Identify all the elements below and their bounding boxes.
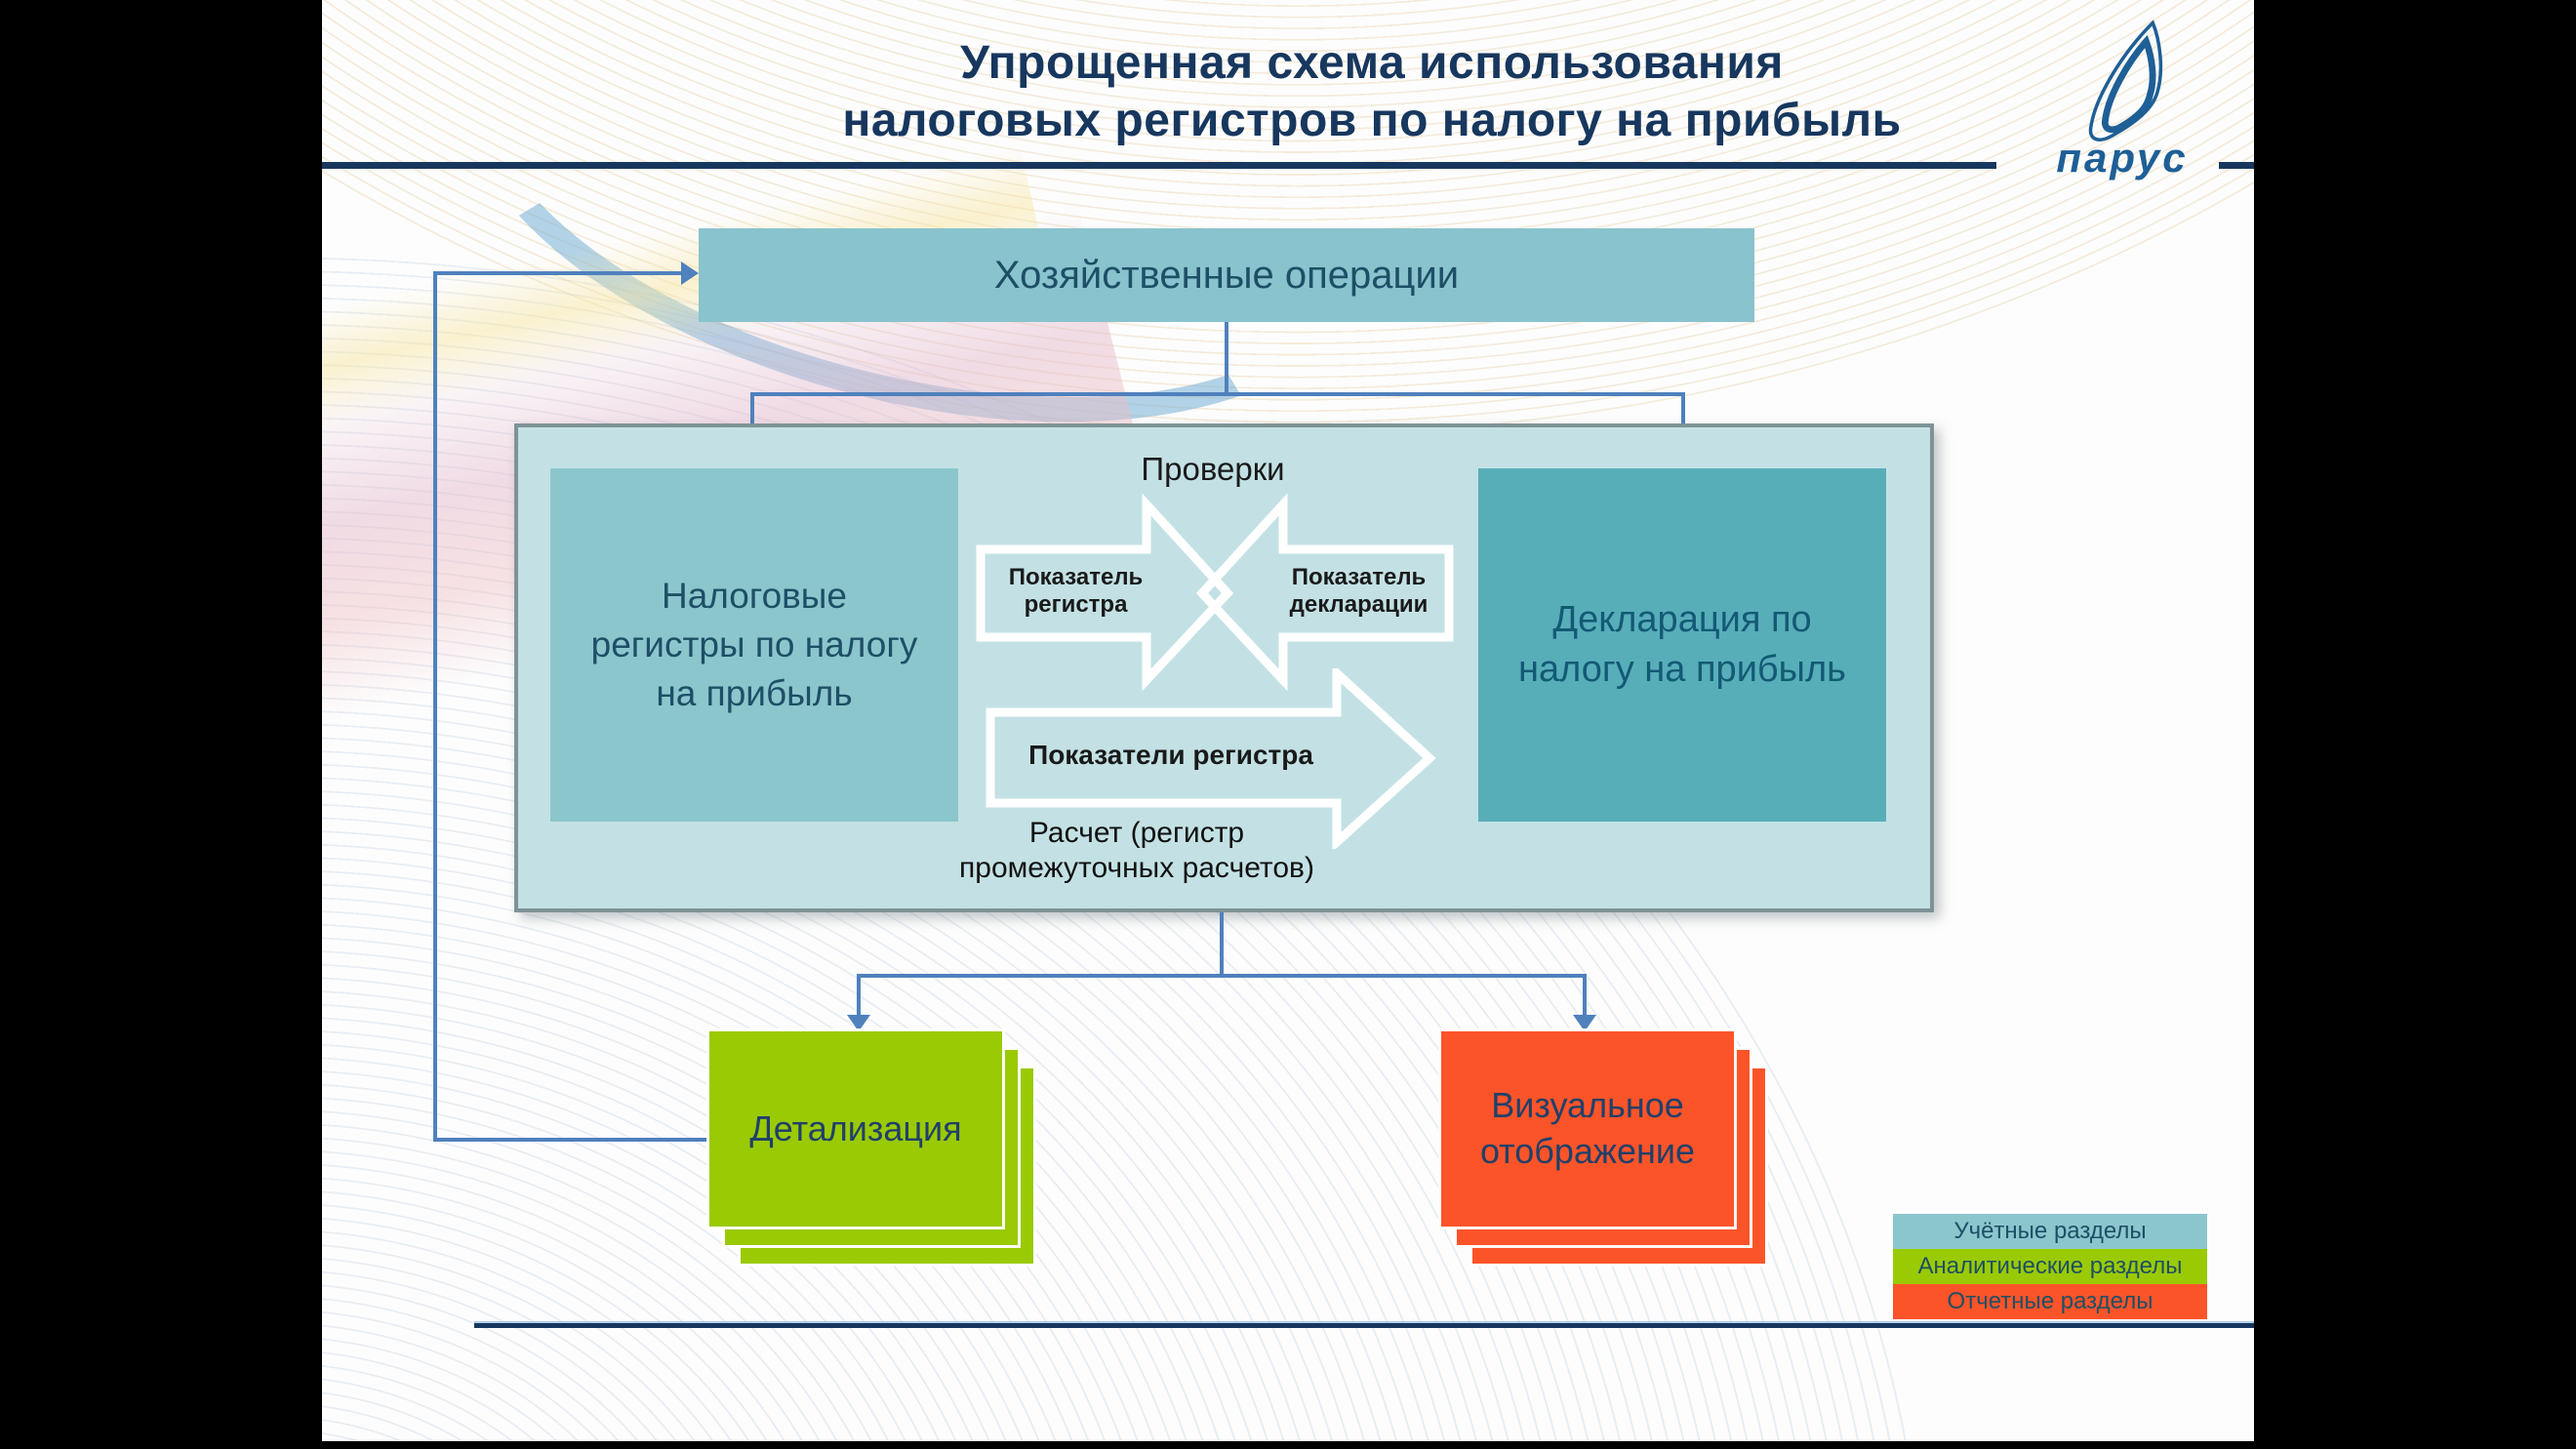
arrowhead-green-down-icon — [847, 1015, 870, 1031]
legend-row-analytical: Аналитические разделы — [1893, 1249, 2207, 1284]
connector-stem-top — [1225, 322, 1228, 394]
visual-box: Визуальное отображение — [1441, 1031, 1734, 1227]
connector-drop-left — [750, 392, 754, 451]
box-business-operations: Хозяйственные операции — [699, 228, 1754, 322]
slide-title: Упрощенная схема использования налоговых… — [664, 35, 2080, 149]
connector-drop-orange — [1583, 974, 1587, 1015]
legend: Учётные разделы Аналитические разделы От… — [1893, 1214, 2207, 1319]
box-tax-registers: Налоговые регистры по налогу на прибыль — [550, 468, 958, 822]
opposing-arrows-icon — [976, 493, 1454, 692]
connector-branch-top — [750, 392, 1685, 396]
legend-row-accounting: Учётные разделы — [1893, 1214, 2207, 1249]
checks-label: Проверки — [1141, 451, 1285, 487]
slide-title-line1: Упрощенная схема использования — [960, 37, 1784, 89]
detail-box: Детализация — [709, 1031, 1002, 1227]
connector-branch-bottom — [857, 974, 1587, 978]
box-declaration: Декларация по налогу на прибыль — [1478, 468, 1886, 822]
parus-sail-icon — [2088, 20, 2163, 141]
slide: Упрощенная схема использования налоговых… — [322, 0, 2254, 1441]
feedback-connector-vertical — [433, 271, 437, 1142]
slide-title-line2: налоговых регистров по налогу на прибыль — [842, 94, 1902, 146]
register-indicators-arrow-icon — [986, 668, 1436, 849]
detail-box-label: Детализация — [749, 1107, 962, 1148]
calculation-label: Расчет (регистр промежуточных расчетов) — [959, 817, 1314, 884]
arrowhead-orange-down-icon — [1573, 1015, 1596, 1031]
connector-drop-right — [1681, 392, 1685, 451]
feedback-arrowhead-icon — [681, 262, 699, 285]
parus-logo-text: парус — [2056, 135, 2189, 181]
title-underline-dash — [2219, 162, 2254, 169]
connector-drop-green — [857, 974, 861, 1015]
feedback-connector-bottom — [433, 1138, 709, 1142]
legend-row-reporting: Отчетные разделы — [1893, 1284, 2207, 1319]
box-declaration-label: Декларация по налогу на прибыль — [1518, 598, 1846, 690]
connector-stem-bottom — [1220, 912, 1224, 976]
visual-box-label: Визуальное отображение — [1479, 1085, 1696, 1171]
feedback-connector-top — [433, 271, 683, 275]
slide-footer-line — [474, 1323, 2254, 1328]
box-business-operations-label: Хозяйственные операции — [993, 253, 1460, 297]
box-tax-registers-label: Налоговые регистры по налогу на прибыль — [590, 576, 918, 713]
register-indicator-label: Показатель регистра — [1008, 564, 1144, 618]
title-underline — [322, 162, 1996, 169]
declaration-indicator-label: Показатель декларации — [1289, 564, 1429, 618]
big-arrow-label: Показатели регистра — [1028, 740, 1313, 770]
